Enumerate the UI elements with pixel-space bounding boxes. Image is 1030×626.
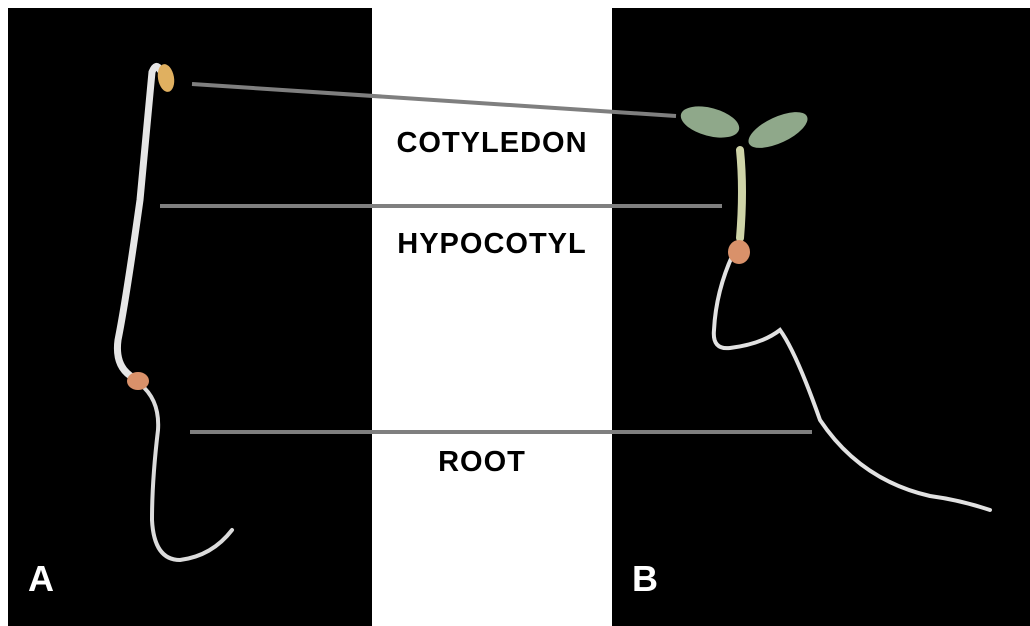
seedling-a-root	[140, 384, 232, 560]
cotyledon-leader-line	[192, 84, 676, 116]
seedling-a-seed-coat	[127, 372, 149, 390]
root-label: ROOT	[362, 446, 602, 479]
hypocotyl-label: HYPOCOTYL	[372, 228, 612, 261]
cotyledon-label: COTYLEDON	[372, 127, 612, 160]
seedling-b-hypocotyl	[740, 150, 742, 238]
seedling-b-seed-coat	[728, 240, 750, 264]
seedling-b-cotyledon-right	[744, 105, 813, 156]
seedling-b-cotyledon-left	[677, 101, 742, 144]
seedling-a	[117, 63, 232, 560]
seedling-b	[677, 101, 990, 510]
seedling-b-root	[714, 252, 990, 510]
seedling-a-hypocotyl	[117, 66, 160, 380]
